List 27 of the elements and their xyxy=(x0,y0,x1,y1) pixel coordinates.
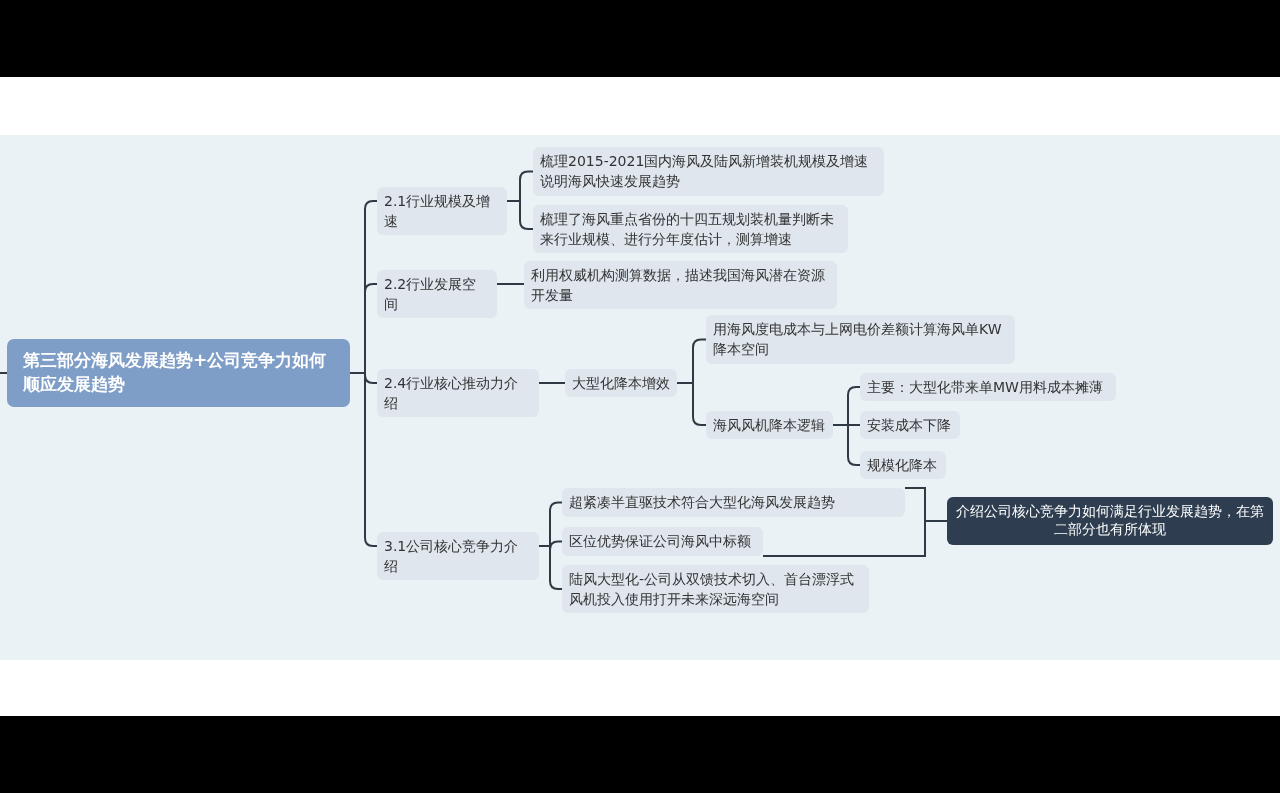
topic-box: 梳理2015-2021国内海风及陆风新增装机规模及增速说明海风快速发展趋势 xyxy=(533,147,884,196)
topic-box: 超紧凑半直驱技术符合大型化海风发展趋势 xyxy=(562,488,905,517)
topic-box: 2.4行业核心推动力介绍 xyxy=(377,369,539,417)
topic-box: 大型化降本增效 xyxy=(565,369,677,397)
connector-line xyxy=(496,283,525,285)
connector-line xyxy=(762,520,948,557)
topic-box: 梳理了海风重点省份的十四五规划装机量判断未来行业规模、进行分年度估计，测算增速 xyxy=(533,205,848,253)
connector-line xyxy=(832,424,861,466)
topic-box: 3.1公司核心竞争力介绍 xyxy=(377,532,539,580)
topic-box: 第三部分海风发展趋势+公司竞争力如何顺应发展趋势 xyxy=(7,339,350,407)
topic-box: 陆风大型化-公司从双馈技术切入、首台漂浮式风机投入使用打开未来深远海空间 xyxy=(562,565,869,613)
connector-line xyxy=(506,200,534,230)
connector-line xyxy=(676,382,707,426)
topic-box: 2.2行业发展空间 xyxy=(377,270,497,318)
topic-box: 安装成本下降 xyxy=(860,411,960,439)
connector-line xyxy=(538,545,563,590)
topic-box: 主要：大型化带来单MW用料成本摊薄 xyxy=(860,373,1116,401)
topic-box: 2.1行业规模及增速 xyxy=(377,187,507,235)
connector-line xyxy=(349,372,378,547)
topic-box: 区位优势保证公司海风中标额 xyxy=(562,527,763,556)
topic-box: 规模化降本 xyxy=(860,451,946,479)
topic-box: 用海风度电成本与上网电价差额计算海风单KW降本空间 xyxy=(706,315,1015,364)
summary-box: 介绍公司核心竞争力如何满足行业发展趋势，在第二部分也有所体现 xyxy=(947,497,1273,545)
topic-box: 海风风机降本逻辑 xyxy=(706,411,833,439)
topic-box: 利用权威机构测算数据，描述我国海风潜在资源开发量 xyxy=(524,261,837,309)
connector-line xyxy=(538,382,566,384)
connector-line xyxy=(0,372,8,374)
